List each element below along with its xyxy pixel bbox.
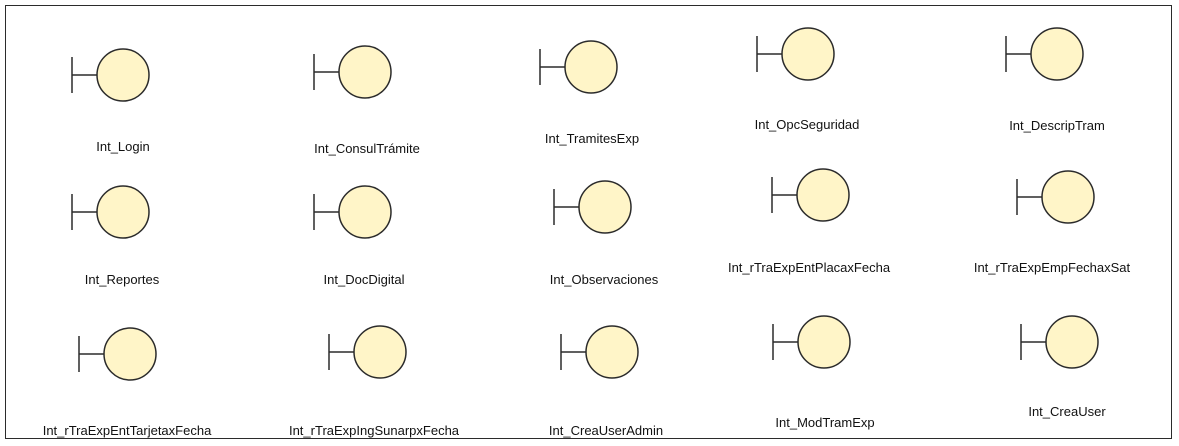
boundary-class-icon [560,325,639,379]
boundary-class-icon [771,168,850,222]
boundary-label: Int_ModTramExp [775,415,875,430]
boundary-label: Int_rTraExpEmpFechaxSat [973,260,1131,275]
boundary-label: Int_OpcSeguridad [754,117,860,132]
boundary-label: Int_DocDigital [323,272,405,287]
diagram-canvas: Int_Login Int_ConsulTrámite Int_Tramites… [5,5,1172,439]
boundary-label: Int_Reportes [84,272,160,287]
boundary-label: Int_CreaUserAdmin [548,423,664,438]
boundary-class-icon [1016,170,1095,224]
boundary-class-icon [539,40,618,94]
boundary-label: Int_rTraExpEntTarjetaxFecha [42,423,212,438]
boundary-label: Int_rTraExpIngSunarpxFecha [288,423,460,438]
boundary-class-icon [71,185,150,239]
boundary-class-icon [553,180,632,234]
boundary-class-icon [71,48,150,102]
boundary-label: Int_rTraExpEntPlacaxFecha [727,260,891,275]
boundary-label: Int_ConsulTrámite [314,141,420,156]
boundary-class-icon [1005,27,1084,81]
boundary-class-icon [313,185,392,239]
boundary-label: Int_TramitesExp [544,131,640,146]
boundary-class-icon [313,45,392,99]
boundary-class-icon [78,327,157,381]
boundary-label: Int_DescripTram [1009,118,1105,133]
boundary-label: Int_Observaciones [549,272,659,287]
boundary-class-icon [756,27,835,81]
boundary-class-icon [1020,315,1099,369]
boundary-label: Int_Login [96,139,150,154]
boundary-class-icon [772,315,851,369]
boundary-class-icon [328,325,407,379]
boundary-label: Int_CreaUser [1028,404,1106,419]
